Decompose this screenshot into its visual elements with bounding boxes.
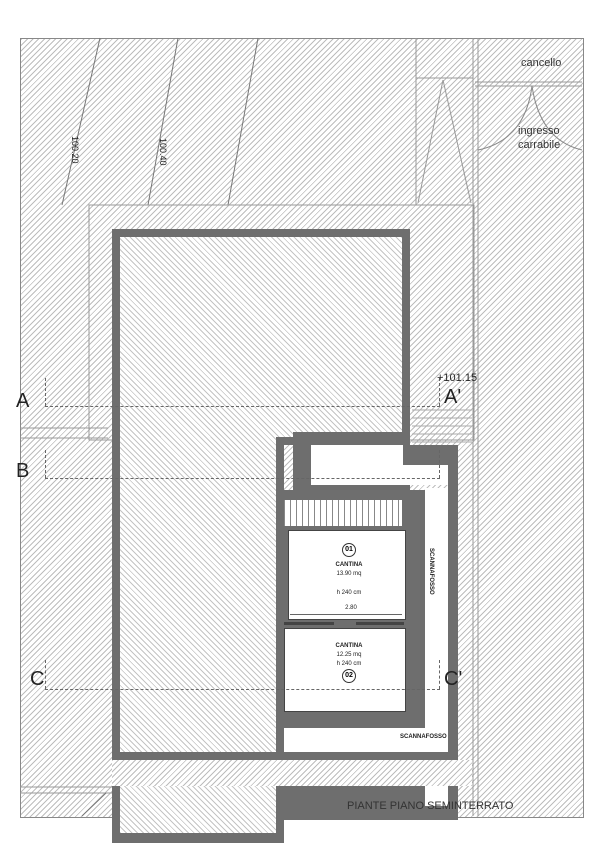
light-well-ext bbox=[402, 465, 448, 485]
room-02-number: 02 bbox=[342, 669, 356, 683]
room-02-name: CANTINA bbox=[335, 643, 363, 649]
section-line-c bbox=[45, 689, 440, 690]
room-divider-left bbox=[284, 622, 334, 625]
section-tick-c-left bbox=[45, 660, 46, 689]
drawing-title: PIANTE PIANO SEMINTERRATO bbox=[347, 800, 514, 812]
room-02-area: 12.25 mq bbox=[336, 652, 362, 658]
room-01-dim-line bbox=[290, 614, 402, 615]
scannafosso-horizontal bbox=[284, 728, 448, 752]
driveway-label-line1: ingresso bbox=[518, 125, 560, 137]
room-01-cantina bbox=[288, 530, 406, 620]
room-02-height: h 240 cm bbox=[336, 661, 362, 667]
room-divider-right bbox=[356, 622, 404, 625]
section-mark-c: C bbox=[30, 668, 45, 690]
room-01-number: 01 bbox=[342, 543, 356, 557]
light-well bbox=[311, 445, 403, 485]
gate-label: cancello bbox=[521, 57, 562, 69]
scannafosso-horizontal-label: SCANNAFOSSO bbox=[400, 734, 447, 740]
contour-label-100-40: 100.40 bbox=[158, 138, 168, 166]
section-mark-c-prime: C' bbox=[444, 668, 463, 690]
room-01-area: 13.90 mq bbox=[336, 571, 362, 577]
section-tick-b-left bbox=[45, 450, 46, 478]
section-mark-a: A bbox=[16, 390, 30, 412]
section-line-a bbox=[45, 406, 440, 407]
section-tick-b-right bbox=[439, 450, 440, 478]
contour-label-100-20: 100.20 bbox=[70, 136, 80, 164]
section-tick-c-right bbox=[439, 660, 440, 689]
driveway-label-line2: carrabile bbox=[518, 139, 561, 151]
elevation-mark: +101.15 bbox=[437, 372, 478, 384]
scannafosso-vertical bbox=[425, 488, 448, 806]
building-bottom-wall bbox=[112, 752, 458, 760]
room-01-dimension: 2.80 bbox=[345, 605, 357, 611]
room-01-name: CANTINA bbox=[335, 562, 363, 568]
room-02-cantina bbox=[284, 628, 406, 712]
section-tick-a-right bbox=[439, 378, 440, 406]
section-mark-b: B bbox=[16, 460, 30, 482]
room-01-height: h 240 cm bbox=[336, 590, 362, 596]
scannafosso-vertical-label: SCANNAFOSSO bbox=[428, 548, 434, 595]
section-mark-a-prime: A' bbox=[444, 386, 462, 408]
notch-wall-right bbox=[390, 445, 458, 465]
section-line-b bbox=[45, 478, 440, 479]
stairs bbox=[284, 500, 402, 526]
below-building bbox=[112, 760, 472, 786]
section-tick-a-left bbox=[45, 378, 46, 406]
cantina-right-outer-wall bbox=[448, 460, 458, 820]
unexcavated-area-upper bbox=[120, 237, 402, 437]
